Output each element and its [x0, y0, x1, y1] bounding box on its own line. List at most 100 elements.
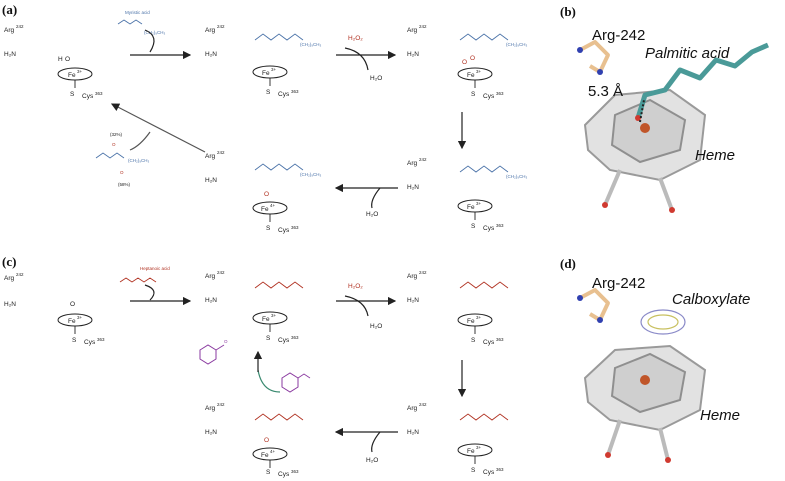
svg-text:Arg: Arg — [4, 27, 15, 34]
svg-text:242: 242 — [16, 272, 24, 277]
d-heme-label: Heme — [700, 407, 740, 424]
b-ligand-label: Palmitic acid — [645, 45, 730, 62]
svg-text:Fe: Fe — [68, 72, 76, 79]
arrow-a5 — [110, 103, 206, 153]
side-substrate — [281, 372, 311, 393]
complex-c3: Arg 242 H₂N Fe 3+ S Cys 363 — [407, 270, 509, 346]
svg-text:Fe: Fe — [467, 448, 475, 455]
svg-text:Cys: Cys — [278, 91, 290, 98]
svg-text:H₂N: H₂N — [4, 51, 16, 58]
reagent-heptanoic: Heptanoic acid — [140, 266, 170, 271]
yield-58: (58%) — [118, 182, 131, 187]
svg-text:O: O — [224, 339, 228, 344]
svg-text:(CH₂)₉CH₃: (CH₂)₉CH₃ — [300, 42, 322, 47]
panel-a-scheme: Arg 242 H₂N O H Fe 3+ S Cys 363 Myristic… — [4, 10, 528, 234]
svg-text:Arg: Arg — [205, 273, 216, 280]
h2o-a1: H₂O — [370, 75, 382, 82]
svg-text:S: S — [266, 225, 271, 232]
svg-text:Cys: Cys — [483, 93, 495, 100]
svg-text:3+: 3+ — [77, 315, 83, 320]
svg-text:242: 242 — [217, 24, 225, 29]
palmitic-chain — [635, 42, 770, 119]
svg-text:H₂N: H₂N — [407, 184, 419, 191]
svg-text:H₂N: H₂N — [407, 297, 419, 304]
svg-text:363: 363 — [291, 225, 299, 230]
yield-32: (32%) — [110, 132, 123, 137]
svg-text:363: 363 — [496, 337, 504, 342]
svg-text:363: 363 — [95, 91, 103, 96]
svg-text:Cys: Cys — [483, 225, 495, 232]
svg-text:O: O — [462, 59, 467, 66]
reagent-h2o2-c: H₂O₂ — [348, 283, 363, 290]
svg-text:242: 242 — [217, 270, 225, 275]
svg-text:3+: 3+ — [271, 67, 277, 72]
svg-text:Fe: Fe — [68, 318, 76, 325]
svg-text:Arg: Arg — [407, 273, 418, 280]
svg-text:242: 242 — [16, 24, 24, 29]
svg-text:Cys: Cys — [483, 469, 495, 476]
panel-c-scheme: Arg 242 H₂N O Fe 3+ S Cys 363 Heptanoic … — [4, 266, 509, 478]
svg-text:S: S — [471, 91, 476, 98]
complex-a4: Arg 242 H₂N (CH₂)₉CH₃ Fe 3+ S Cys 363 — [407, 157, 528, 232]
d-arg-label: Arg-242 — [592, 275, 645, 292]
b-distance-label: 5.3 Å — [588, 83, 623, 100]
svg-text:Cys: Cys — [278, 337, 290, 344]
heme-iron-resting: O H Fe 3+ S Cys 363 — [57, 56, 103, 100]
svg-text:Fe: Fe — [262, 70, 270, 77]
svg-text:S: S — [266, 89, 271, 96]
svg-text:242: 242 — [419, 157, 427, 162]
heme-d — [583, 344, 707, 463]
svg-text:S: S — [266, 469, 271, 476]
svg-text:O: O — [470, 55, 475, 62]
svg-text:Fe: Fe — [467, 204, 475, 211]
svg-text:Fe: Fe — [467, 318, 475, 325]
complex-a5: Arg 242 H₂N (CH₂)₉CH₃ O Fe 4+ S Cys 363 — [205, 150, 322, 234]
svg-text:O: O — [112, 142, 116, 147]
h2o-a2: H₂O — [366, 211, 378, 218]
svg-text:H₂N: H₂N — [407, 429, 419, 436]
svg-text:3+: 3+ — [476, 201, 482, 206]
svg-text:Fe: Fe — [261, 452, 269, 459]
svg-text:O: O — [264, 437, 269, 444]
structure-b: Arg-242 Palmitic acid 5.3 Å Heme — [560, 20, 782, 240]
svg-text:S: S — [471, 337, 476, 344]
svg-text:H₂N: H₂N — [205, 429, 217, 436]
svg-text:S: S — [72, 337, 77, 344]
svg-text:363: 363 — [496, 223, 504, 228]
myristic-tail: (CH₂)₉CH₃ — [144, 30, 166, 35]
svg-text:Fe: Fe — [262, 316, 270, 323]
svg-text:Arg: Arg — [205, 27, 216, 34]
arg-d — [577, 288, 610, 323]
side-product: O — [199, 339, 228, 365]
svg-text:3+: 3+ — [77, 69, 83, 74]
complex-a3: Arg 242 H₂N (CH₂)₉CH₃ O O Fe 3+ S Cys 36… — [407, 24, 528, 100]
heme-b — [583, 88, 707, 213]
structure-d: Arg-242 Calboxylate Heme — [560, 272, 782, 478]
product-a: (32%) O O (CH₂)₉CH₃ (58%) — [95, 132, 150, 187]
panel-a-label: (a) — [2, 2, 17, 17]
svg-text:Cys: Cys — [278, 471, 290, 478]
svg-text:3+: 3+ — [476, 315, 482, 320]
svg-text:363: 363 — [496, 91, 504, 96]
svg-text:363: 363 — [291, 469, 299, 474]
complex-c2: Arg 242 H₂N Fe 3+ S Cys 363 — [205, 270, 304, 344]
b-heme-label: Heme — [695, 147, 735, 164]
svg-text:Arg: Arg — [4, 275, 15, 282]
svg-text:Cys: Cys — [84, 339, 96, 346]
reagent-h2o2-a: H₂O₂ — [348, 35, 363, 42]
arg-b — [577, 40, 610, 75]
arg-residue: Arg 242 H₂N — [4, 24, 24, 58]
complex-c4: Arg 242 H₂N Fe 3+ S Cys 363 — [407, 402, 509, 476]
svg-text:363: 363 — [496, 467, 504, 472]
svg-text:H₂N: H₂N — [407, 51, 419, 58]
d-ligand-label: Calboxylate — [672, 291, 750, 308]
svg-text:4+: 4+ — [270, 449, 276, 454]
svg-text:Arg: Arg — [407, 27, 418, 34]
svg-text:363: 363 — [97, 337, 105, 342]
panel-d-label: (d) — [560, 256, 576, 271]
svg-text:Fe: Fe — [261, 206, 269, 213]
svg-text:H₂N: H₂N — [205, 177, 217, 184]
svg-text:O: O — [65, 56, 70, 63]
svg-text:Arg: Arg — [205, 153, 216, 160]
b-arg-label: Arg-242 — [592, 27, 645, 44]
